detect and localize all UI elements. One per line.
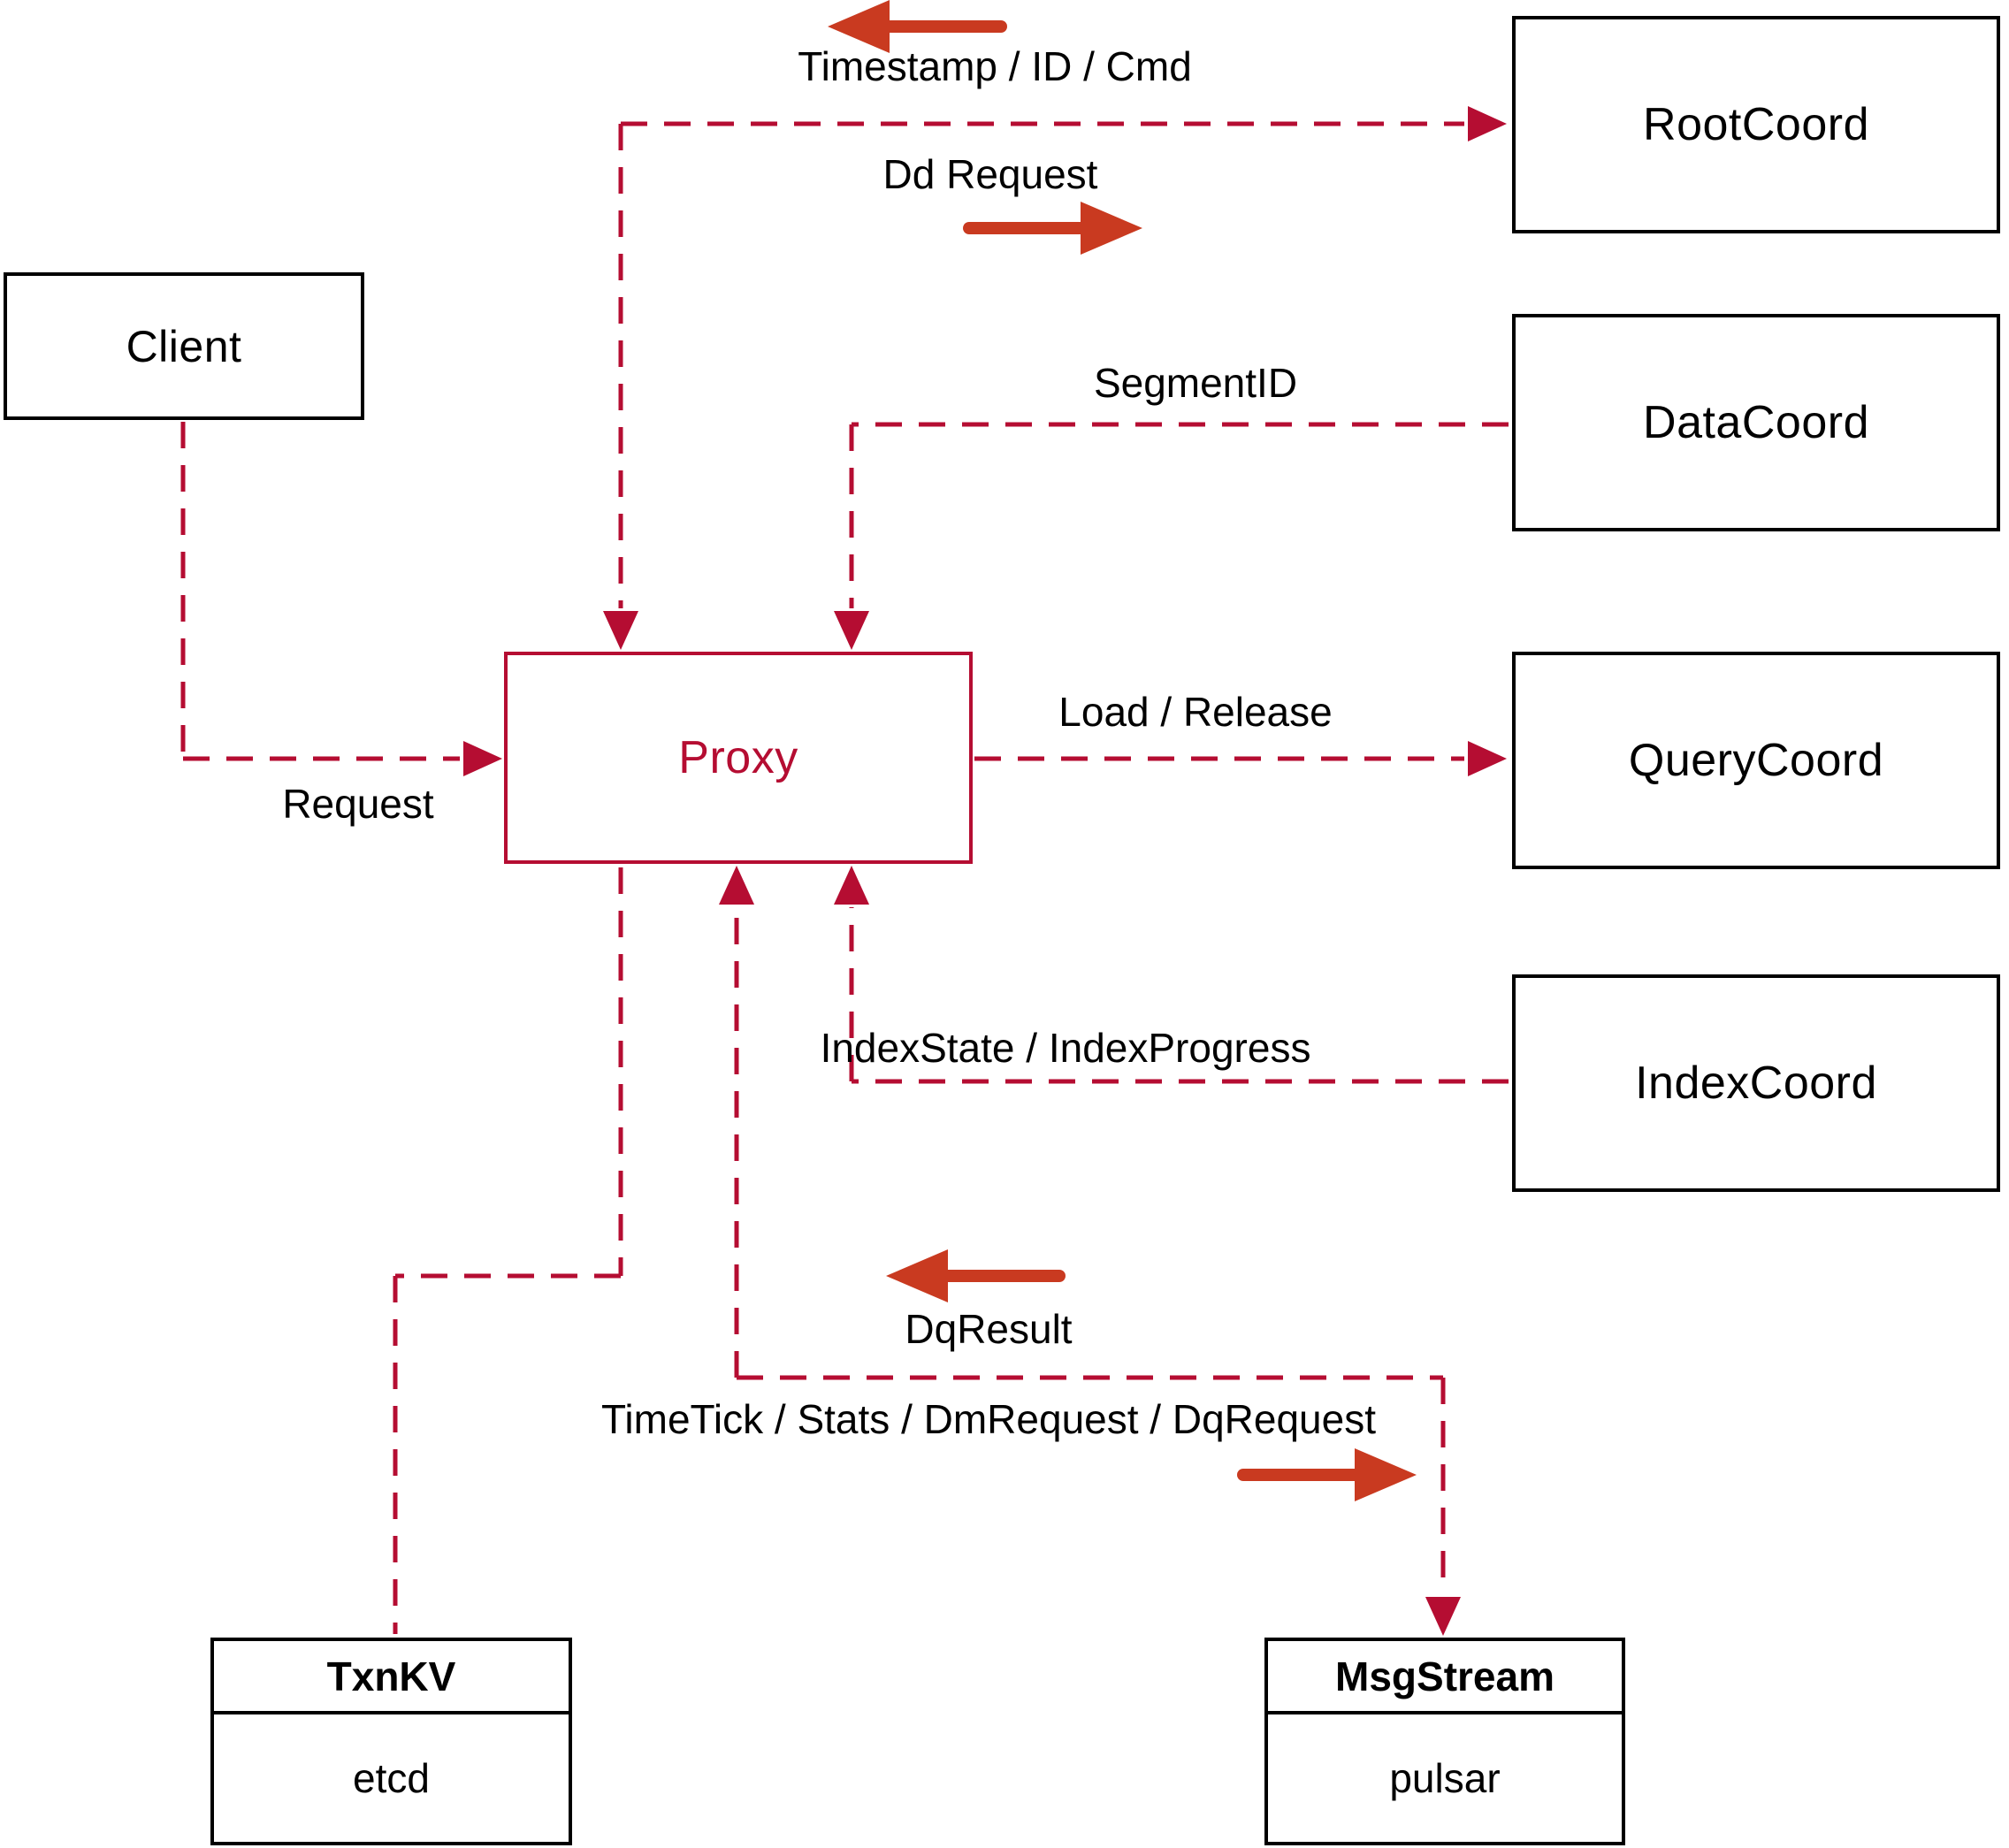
- arrowhead: [603, 611, 638, 650]
- msgstream-impl: pulsar: [1389, 1755, 1501, 1801]
- txnkv-node: TxnKV etcd: [210, 1638, 572, 1845]
- edge-proxy-querycoord: [974, 741, 1507, 776]
- rootcoord-node: RootCoord: [1512, 16, 2000, 233]
- arrowhead: [1468, 106, 1507, 141]
- edge-proxy-rootcoord: [603, 106, 1507, 650]
- arrowhead: [834, 611, 869, 650]
- arrow-timestamp-left: [828, 0, 1007, 53]
- indexcoord-label: IndexCoord: [1635, 1058, 1877, 1109]
- indexcoord-node: IndexCoord: [1512, 974, 2000, 1192]
- edge-label-segmentid: SegmentID: [1093, 360, 1298, 406]
- proxy-node: Proxy: [504, 652, 973, 864]
- msgstream-title: MsgStream: [1268, 1641, 1622, 1714]
- arrow-ddrequest-right: [963, 202, 1142, 255]
- querycoord-label: QueryCoord: [1628, 735, 1884, 786]
- client-node: Client: [4, 272, 364, 420]
- arrowhead: [1425, 1597, 1461, 1636]
- msgstream-node: MsgStream pulsar: [1264, 1638, 1625, 1845]
- txnkv-impl: etcd: [353, 1755, 430, 1801]
- edge-proxy-txnkv: [393, 867, 623, 1634]
- arrowhead: [834, 866, 869, 905]
- querycoord-node: QueryCoord: [1512, 652, 2000, 869]
- edge-client-proxy: [180, 422, 502, 776]
- edge-label-load-release: Load / Release: [1058, 689, 1333, 735]
- edge-proxy-msgstream: [719, 866, 1461, 1636]
- txnkv-title: TxnKV: [214, 1641, 569, 1714]
- arrowhead: [719, 866, 754, 905]
- proxy-label: Proxy: [678, 732, 798, 783]
- edge-datacoord-proxy: [834, 422, 1509, 650]
- edge-label-dd-request: Dd Request: [882, 151, 1098, 197]
- rootcoord-label: RootCoord: [1643, 99, 1869, 150]
- edge-label-timestamp-id-cmd: Timestamp / ID / Cmd: [798, 43, 1192, 89]
- client-label: Client: [126, 321, 242, 371]
- arrowhead: [1468, 741, 1507, 776]
- arrow-dqresult-left: [886, 1249, 1066, 1302]
- datacoord-label: DataCoord: [1643, 397, 1869, 448]
- edge-label-timetick: TimeTick / Stats / DmRequest / DqRequest: [601, 1396, 1376, 1442]
- edge-label-request: Request: [282, 781, 434, 827]
- datacoord-node: DataCoord: [1512, 314, 2000, 531]
- arrow-timetick-right: [1237, 1448, 1417, 1501]
- arrowhead: [463, 741, 502, 776]
- edge-label-indexstate: IndexState / IndexProgress: [820, 1025, 1311, 1071]
- edge-indexcoord-proxy: [834, 866, 1509, 1084]
- edge-label-dqresult: DqResult: [905, 1306, 1073, 1352]
